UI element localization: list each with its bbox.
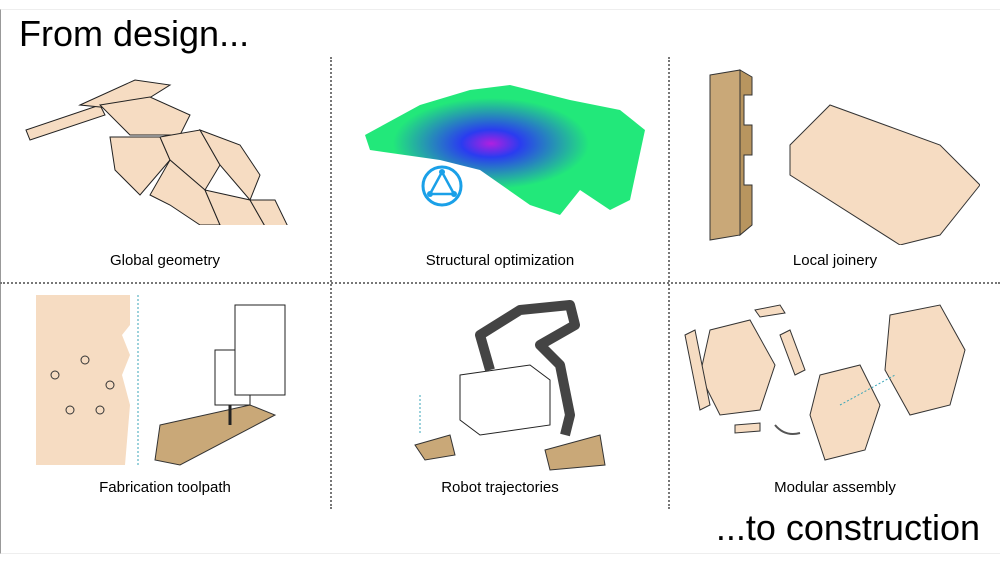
slide-frame [0,9,1000,554]
robot-arm-illustration [414,300,606,471]
panel-label-structural-optimization: Structural optimization [425,252,575,269]
panel-label-robot-trajectories: Robot trajectories [441,479,559,496]
dovetail-joint-illustration [709,69,980,245]
cnc-toolpath-illustration [36,295,286,466]
panel-label-modular-assembly: Modular assembly [774,479,896,496]
panel-label-local-joinery: Local joinery [792,252,878,269]
structural-analysis-icon [421,165,463,207]
slide-title-top: From design... [19,13,250,54]
hexagonal-shell-illustration [25,79,288,225]
fea-stress-map-illustration [365,85,645,215]
divider-horizontal [0,282,1000,284]
panel-label-fabrication-toolpath: Fabrication toolpath [99,479,231,496]
modular-assembly-illustration [684,304,966,461]
panel-label-global-geometry: Global geometry [109,252,221,269]
slide-title-bottom: ...to construction [715,507,980,548]
